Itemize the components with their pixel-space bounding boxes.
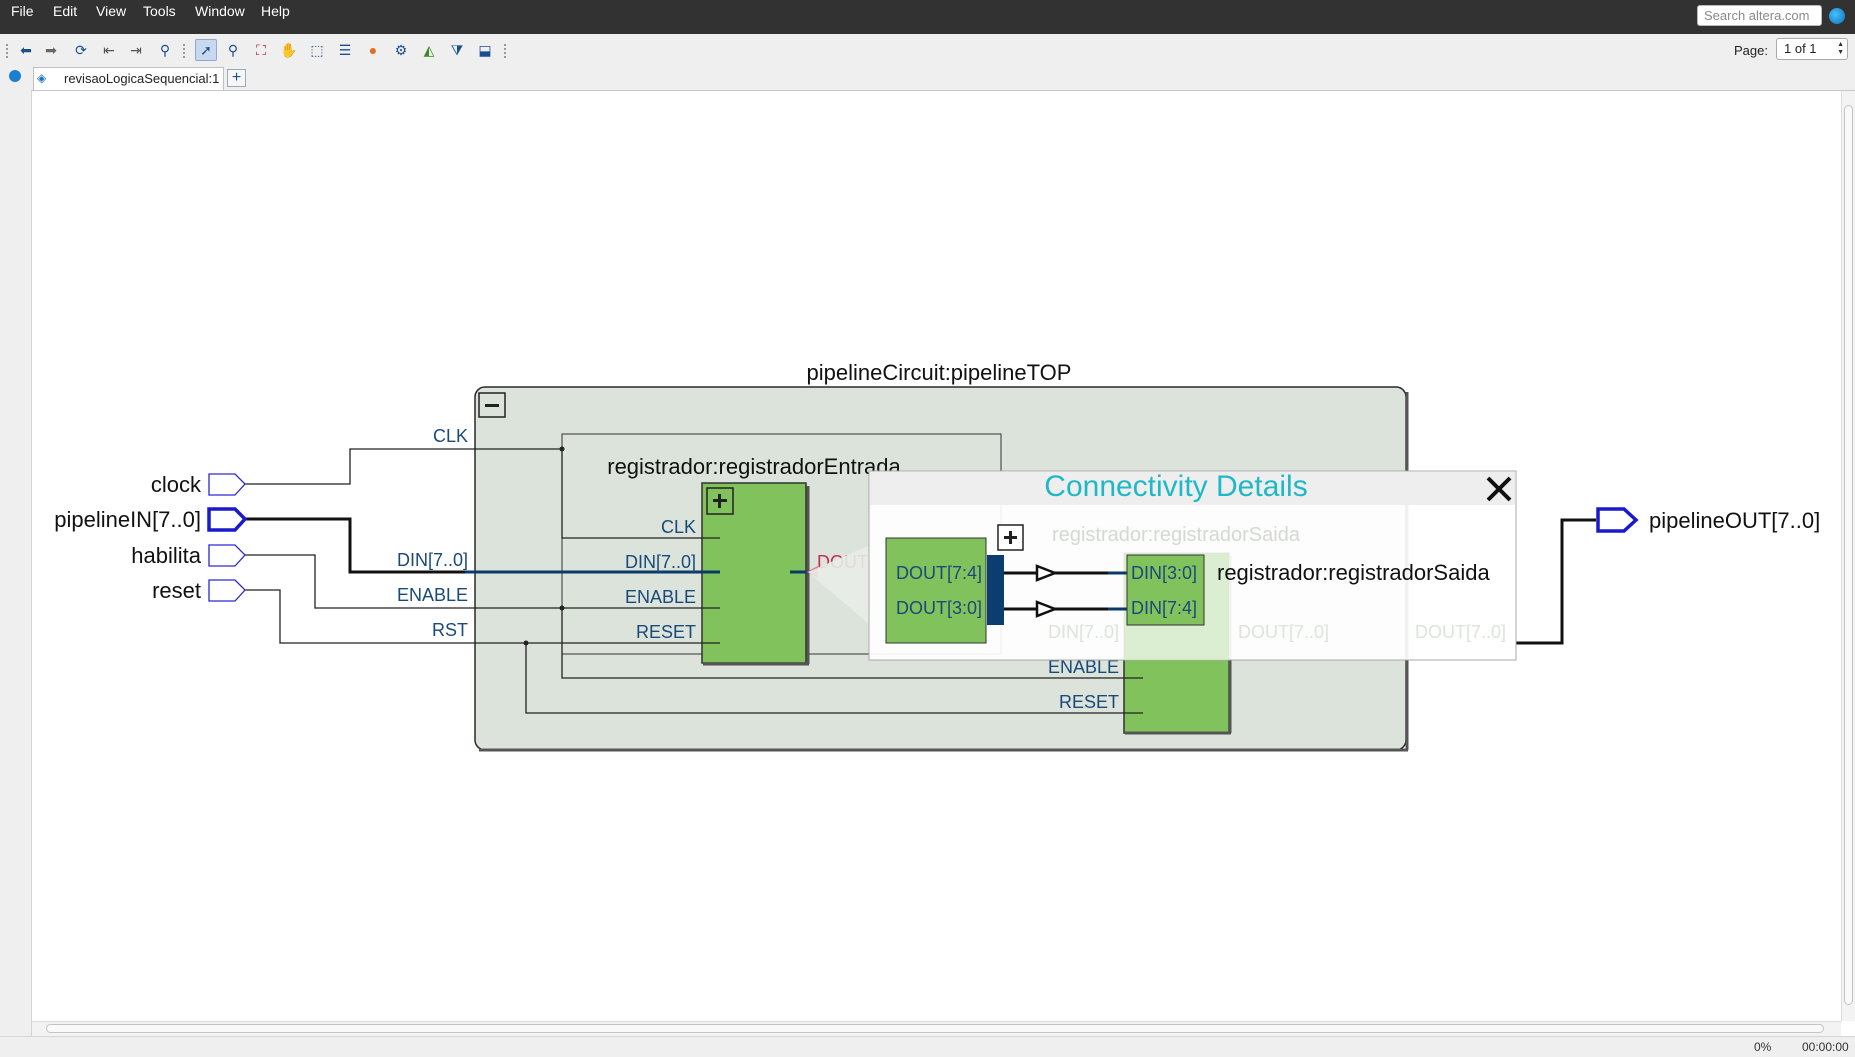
rubber-band-icon[interactable]: ⬚: [310, 42, 324, 58]
schematic-canvas[interactable]: pipelineCircuit:pipelineTOP registrador:…: [32, 91, 1840, 1021]
input-label-reset: reset: [152, 578, 201, 603]
top-pin-rst: RST: [432, 620, 468, 640]
menu-window[interactable]: Window: [195, 3, 245, 19]
popup-dest-block: [1126, 554, 1205, 626]
bus-out: [1516, 518, 1596, 645]
tab-label: revisaoLogicaSequencial:1: [64, 71, 220, 86]
export-icon[interactable]: ⬓: [478, 42, 492, 58]
popup-port-din74: DIN[7:4]: [1131, 598, 1197, 618]
tab-bar: ◈ revisaoLogicaSequencial:1 +: [31, 66, 1855, 91]
popup-dest-label: registrador:registradorSaida: [1217, 560, 1490, 585]
entrada-pin-enable: ENABLE: [625, 587, 696, 607]
status-bar: 0% 00:00:00: [0, 1036, 1855, 1057]
message-bubble-icon[interactable]: [9, 70, 21, 82]
page-spinbox[interactable]: 1 of 1 ▲▼: [1776, 38, 1848, 60]
top-pin-enable: ENABLE: [397, 585, 468, 605]
schematic-svg: pipelineCircuit:pipelineTOP registrador:…: [54, 360, 1820, 752]
input-label-habilita: habilita: [131, 543, 201, 568]
entrada-pin-reset: RESET: [636, 622, 696, 642]
minus-icon: [485, 404, 499, 407]
zoom-icon[interactable]: ⚲: [227, 42, 239, 58]
close-icon[interactable]: [1486, 476, 1512, 502]
toolbar-grip[interactable]: [6, 44, 11, 58]
elapsed-time: 00:00:00: [1802, 1040, 1849, 1054]
buffer-arrow-icon: [1035, 564, 1059, 582]
toolbar-separator: [183, 44, 188, 58]
reg-entrada-title: registrador:registradorEntrada: [607, 454, 901, 479]
chart-icon[interactable]: ◭: [423, 42, 435, 58]
popup-expand-button[interactable]: [997, 524, 1024, 551]
horizontal-scrollbar[interactable]: [32, 1021, 1841, 1036]
saida-pin-reset: RESET: [1059, 692, 1119, 712]
back-icon[interactable]: ⬅: [20, 42, 32, 58]
vertical-scroll-thumb[interactable]: [1844, 105, 1853, 1005]
tab-schematic[interactable]: ◈ revisaoLogicaSequencial:1: [33, 67, 224, 90]
output-label-pipelineout: pipelineOUT[7..0]: [1649, 508, 1820, 533]
refresh-icon[interactable]: ⟳: [75, 42, 87, 58]
buffer-arrow-icon: [1035, 600, 1059, 618]
output-port-pipelineout[interactable]: [1596, 507, 1639, 533]
filter-icon[interactable]: ⧩: [450, 42, 464, 58]
saida-pin-enable: ENABLE: [1048, 657, 1119, 677]
search-input[interactable]: Search altera.com: [1697, 5, 1822, 26]
left-strip: [0, 66, 32, 1036]
popup-title: Connectivity Details: [1044, 470, 1307, 503]
spin-arrows-icon[interactable]: ▲▼: [1837, 41, 1844, 56]
menu-bar: File Edit View Tools Window Help Search …: [0, 0, 1855, 34]
top-module-title: pipelineCircuit:pipelineTOP: [807, 360, 1072, 385]
expand-entrada-button[interactable]: [706, 487, 734, 515]
input-port-pipelinein[interactable]: [207, 507, 248, 532]
progress-text: 0%: [1754, 1040, 1772, 1054]
page-label: Page:: [1734, 43, 1768, 58]
entrada-pin-din: DIN[7..0]: [625, 552, 696, 572]
settings-icon[interactable]: ⚙: [394, 42, 408, 58]
input-label-pipelinein: pipelineIN[7..0]: [54, 507, 201, 532]
faded-din: DIN[7..0]: [1048, 622, 1119, 642]
top-pin-din: DIN[7..0]: [397, 550, 468, 570]
menu-help[interactable]: Help: [261, 3, 290, 19]
popup-bus-ripper: [987, 555, 1004, 625]
input-port-reset[interactable]: [208, 579, 246, 602]
menu-view[interactable]: View: [96, 3, 127, 19]
netlist-viewer-icon: ◈: [37, 71, 47, 85]
toolbar-grip-end: [504, 44, 509, 58]
faded-dout-top: DOUT[7..0]: [1415, 622, 1506, 642]
color-icon[interactable]: ●: [368, 42, 378, 58]
faded-saida-title: registrador:registradorSaida: [1052, 524, 1301, 546]
menu-edit[interactable]: Edit: [53, 3, 78, 19]
entrada-pin-clk: CLK: [661, 517, 696, 537]
input-port-habilita[interactable]: [208, 544, 246, 567]
top-pin-clk: CLK: [433, 426, 468, 446]
fit-height-icon[interactable]: ⇥: [130, 42, 142, 58]
hierarchy-icon[interactable]: ☰: [338, 42, 352, 58]
faded-dout-saida: DOUT[7..0]: [1238, 622, 1329, 642]
add-tab-button[interactable]: +: [227, 69, 246, 87]
vertical-scrollbar[interactable]: [1841, 91, 1855, 1021]
popup-port-dout30: DOUT[3:0]: [896, 598, 982, 618]
find-icon[interactable]: ⚲: [159, 42, 171, 58]
connectivity-popup[interactable]: registrador:registradorSaida DIN[7..0] D…: [868, 470, 1517, 661]
forward-icon[interactable]: ➡: [45, 42, 57, 58]
fit-window-icon[interactable]: ⛶: [256, 42, 266, 58]
page-value: 1 of 1: [1784, 41, 1817, 56]
globe-icon[interactable]: [1829, 8, 1845, 24]
input-label-clock: clock: [151, 472, 202, 497]
menu-tools[interactable]: Tools: [143, 3, 176, 19]
popup-port-dout74: DOUT[7:4]: [896, 563, 982, 583]
horizontal-scroll-thumb[interactable]: [46, 1024, 1824, 1033]
popup-port-din30: DIN[3:0]: [1131, 563, 1197, 583]
input-port-clock[interactable]: [208, 473, 246, 496]
select-pointer-icon[interactable]: ➚: [195, 39, 217, 61]
popup-source-block: [885, 537, 987, 644]
hand-pan-icon[interactable]: ✋: [280, 42, 298, 58]
fit-width-icon[interactable]: ⇤: [103, 42, 115, 58]
menu-file[interactable]: File: [11, 3, 34, 19]
toolbar: ⬅ ➡ ⟳ ⇤ ⇥ ⚲ ➚ ⚲ ⛶ ✋ ⬚ ☰ ● ⚙ ◭ ⧩ ⬓ Page: …: [0, 34, 1855, 67]
